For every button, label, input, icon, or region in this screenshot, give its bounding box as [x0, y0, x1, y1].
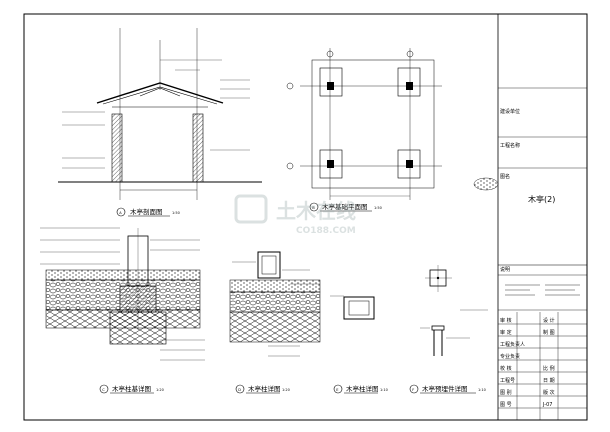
- caption-a: A 木亭剖面图 1:50: [116, 207, 180, 217]
- title-block-label: 校 核: [500, 365, 512, 372]
- foundation-plan-view: [286, 48, 442, 200]
- svg-text:木亭预埋件详图: 木亭预埋件详图: [422, 384, 468, 393]
- svg-text:1:10: 1:10: [380, 388, 388, 392]
- svg-text:1:10: 1:10: [478, 388, 486, 392]
- svg-text:1:20: 1:20: [282, 388, 290, 392]
- svg-text:工程名称: 工程名称: [500, 142, 520, 149]
- column-base-detail: [40, 227, 205, 361]
- svg-text:木亭剖面图: 木亭剖面图: [130, 207, 163, 216]
- title-block-label: 图 别: [500, 389, 512, 396]
- caption-d: D 木亭柱详图 1:20: [235, 384, 290, 394]
- svg-text:1:20: 1:20: [156, 388, 164, 392]
- title-block-label: 审 核: [500, 317, 512, 324]
- caption-b: B 木亭基础平面图 1:50: [309, 202, 382, 212]
- pavilion-section-view: [58, 28, 262, 200]
- svg-text:1:50: 1:50: [172, 211, 180, 215]
- title-block-label: 工程负责人: [500, 341, 525, 348]
- svg-text:CO188.COM: CO188.COM: [296, 226, 356, 236]
- svg-text:土木在线: 土木在线: [276, 199, 356, 223]
- watermark: 土木在线 CO188.COM: [234, 194, 356, 236]
- title-block-value: 设 计: [543, 317, 555, 324]
- embedded-part-detail: [420, 265, 488, 356]
- column-section-detail: [330, 295, 375, 320]
- svg-text:C: C: [102, 388, 105, 392]
- svg-text:图名: 图名: [500, 173, 510, 180]
- caption-e: E 木亭柱详图 1:10: [333, 384, 388, 394]
- svg-text:木亭基础平面图: 木亭基础平面图: [322, 202, 368, 211]
- title-block-value: 比 例: [543, 365, 555, 372]
- caption-f: F 木亭预埋件详图 1:10: [409, 384, 486, 394]
- svg-text:E: E: [336, 388, 338, 392]
- column-detail: [229, 251, 321, 357]
- svg-text:B: B: [312, 206, 315, 210]
- outer-frame: [23, 13, 588, 421]
- title-block-value: 日 期: [543, 378, 555, 384]
- svg-text:D: D: [238, 388, 241, 392]
- title-block-label: 工程号: [500, 377, 515, 384]
- svg-text:木亭柱基详图: 木亭柱基详图: [112, 384, 151, 393]
- svg-text:1:50: 1:50: [374, 206, 382, 210]
- svg-text:说明: 说明: [500, 266, 510, 273]
- svg-text:木亭柱详图: 木亭柱详图: [346, 384, 379, 393]
- shrub-symbol: [473, 177, 499, 191]
- svg-text:F: F: [412, 388, 414, 392]
- title-block-label: 审 定: [500, 329, 512, 336]
- title-block-label: 图 号: [500, 402, 512, 408]
- project-name: 木亭(2): [528, 194, 555, 204]
- svg-text:建设单位: 建设单位: [500, 108, 520, 115]
- title-block-label: 专业负责: [500, 353, 520, 360]
- title-block-value: J-07: [542, 402, 552, 408]
- title-block-value: 版 次: [543, 389, 555, 396]
- svg-text:A: A: [119, 211, 122, 215]
- svg-text:木亭柱详图: 木亭柱详图: [248, 384, 281, 393]
- title-block-value: 制 图: [543, 329, 555, 336]
- title-block: 建设单位 工程名称 图名 木亭(2) 说明 审 核 设 计审 定 制 图工程负责人专…: [497, 14, 587, 420]
- caption-c: C 木亭柱基详图 1:20: [99, 384, 164, 394]
